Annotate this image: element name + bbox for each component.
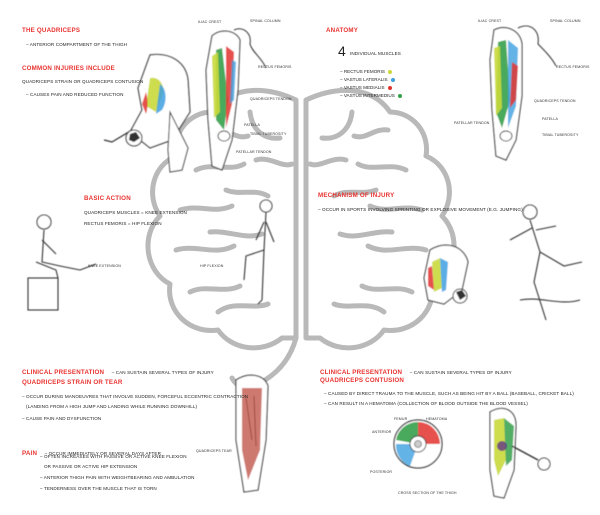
mechanism-heading: MECHANISM OF INJURY [318, 192, 395, 199]
label-femur: FEMUR [394, 417, 408, 421]
pain-line: – ANTERIOR THIGH PAIN WITH WEIGHTBEARING… [40, 475, 195, 480]
muscle-name: – RECTUS FEMORIS [340, 69, 385, 74]
label-quadriceps-tendon: QUADRICEPS TENDON [250, 97, 292, 101]
muscle-color-swatch [390, 77, 395, 82]
basic-action-line: QUADRICEPS MUSCLES = KNEE EXTENSION [84, 210, 187, 215]
label-iliac-crest: ILIAC CREST [198, 20, 222, 24]
strain-line: – OCCUR DURING MANOEUVRES THAT INVOLVE S… [22, 394, 249, 399]
contusion-line: – CAN RESULT IN A HEMATOMA (COLLECTION O… [324, 401, 528, 406]
clinical-right-heading: CLINICAL PRESENTATION [320, 369, 403, 376]
label-cross-section: CROSS SECTION OF THE THIGH [398, 491, 457, 495]
label-rectus-femoris: RECTUS FEMORIS [258, 65, 292, 69]
leg-anatomy-illustration [205, 28, 267, 171]
muscle-count-label: INDIVIDUAL MUSCLES [350, 51, 401, 56]
thigh-tear-illustration [235, 374, 269, 493]
jumping-woman-illustration [509, 204, 583, 321]
strain-heading: QUADRICEPS STRAIN OR TEAR [22, 379, 123, 386]
label-posterior: POSTERIOR [370, 470, 393, 474]
label-tibial-tuberosity-right: TIBIAL TUBEROSITY [542, 133, 579, 137]
pain-heading-suffix: – OCCUR IMMEDIATELY OR SEVERAL DAYS AFTE… [44, 451, 161, 456]
muscle-legend-item: – RECTUS FEMORIS [340, 68, 402, 76]
label-quadriceps-tendon-right: QUADRICEPS TENDON [534, 99, 576, 103]
muscle-color-swatch [387, 85, 392, 90]
clinical-left-heading-row: CLINICAL PRESENTATION – CAN SUSTAIN SEVE… [22, 362, 214, 378]
strain-line: (LANDING FROM A HIGH JUMP AND LANDING WH… [26, 404, 198, 409]
quadriceps-desc: – ANTERIOR COMPARTMENT OF THE THIGH [26, 42, 128, 47]
pain-line: OR PASSIVE OR ACTIVE HIP EXTENSION [44, 464, 138, 469]
injury-item: – CAUSES PAIN AND REDUCED FUNCTION [26, 92, 124, 97]
contusion-heading: QUADRICEPS CONTUSION [320, 377, 405, 384]
muscle-color-swatch [387, 69, 392, 74]
mechanism-line: – OCCUR IN SPORTS INVOLVING SPRINTING OR… [318, 207, 523, 212]
label-patella-right: PATELLA [542, 117, 558, 121]
pain-heading: PAIN [22, 450, 38, 457]
contusion-line: – CAUSED BY DIRECT TRAUMA TO THE MUSCLE,… [324, 391, 574, 396]
injury-item: QUADRICEPS STRAIN OR QUADRICEPS CONTUSIO… [22, 79, 144, 84]
brain-outline [145, 87, 457, 390]
clinical-right-heading-suffix: – CAN SUSTAIN SEVERAL TYPES OF INJURY [409, 370, 512, 375]
label-tibial-tuberosity: TIBIAL TUBEROSITY [250, 132, 287, 136]
muscle-count: 4 [338, 43, 346, 59]
standing-person-illustration [243, 199, 275, 305]
label-hip-flexion: HIP FLEXION [200, 264, 224, 268]
muscle-legend: – RECTUS FEMORIS – VASTUS LATERALIS – VAST… [340, 68, 402, 100]
leg-anatomy-right-illustration [489, 25, 557, 161]
muscle-legend-item: – VASTUS INTERMEDIUS [340, 92, 402, 100]
label-rectus-femoris-right: RECTUS FEMORIS [556, 65, 590, 69]
struck-leg-illustration [489, 408, 551, 499]
kicking-player-illustration [103, 53, 191, 173]
label-patella: PATELLA [244, 123, 260, 127]
label-anterior: ANTERIOR [372, 430, 392, 434]
pain-line: – OFTEN INCREASES WITH PASSIVE OR ACTIVE… [40, 454, 187, 459]
label-spinal-column: SPINAL COLUMN [250, 19, 281, 23]
label-quadriceps-tear: QUADRICEPS TEAR [196, 449, 232, 453]
label-spinal-column-right: SPINAL COLUMN [550, 19, 581, 23]
seated-person-illustration [27, 214, 97, 311]
pain-heading-row: PAIN – OCCUR IMMEDIATELY OR SEVERAL DAYS… [22, 443, 161, 459]
label-knee-extension: KNEE EXTENSION [88, 264, 121, 268]
strain-line: – CAUSE PAIN AND DYSFUNCTION [22, 416, 102, 421]
injuries-heading: COMMON INJURIES INCLUDE [22, 65, 115, 72]
cross-section-illustration [393, 419, 443, 469]
basic-action-heading: BASIC ACTION [84, 195, 131, 202]
injured-player-illustration [423, 244, 469, 305]
muscle-name: – VASTUS MEDIALIS [340, 85, 385, 90]
label-iliac-crest-right: ILIAC CREST [478, 19, 502, 23]
muscle-name: – VASTUS LATERALIS [340, 77, 388, 82]
muscle-legend-item: – VASTUS MEDIALIS [340, 84, 402, 92]
label-hematoma: HEMATOMA [426, 417, 448, 421]
muscle-name: – VASTUS INTERMEDIUS [340, 93, 395, 98]
label-patellar-tendon-right: PATELLAR TENDON [454, 121, 490, 125]
label-patellar-tendon: PATELLAR TENDON [236, 150, 272, 154]
clinical-left-heading-suffix: – CAN SUSTAIN SEVERAL TYPES OF INJURY [111, 370, 214, 375]
anatomy-heading: ANATOMY [326, 27, 359, 34]
muscle-color-swatch [397, 93, 402, 98]
muscle-legend-item: – VASTUS LATERALIS [340, 76, 402, 84]
clinical-left-heading: CLINICAL PRESENTATION [22, 369, 105, 376]
pain-line: – TENDERNESS OVER THE MUSCLE THAT IS TOR… [40, 486, 157, 491]
clinical-right-heading-row: CLINICAL PRESENTATION – CAN SUSTAIN SEVE… [320, 362, 512, 378]
quadriceps-heading: THE QUADRICEPS [22, 27, 81, 34]
basic-action-line: RECTUS FEMORIS = HIP FLEXION [84, 221, 162, 226]
